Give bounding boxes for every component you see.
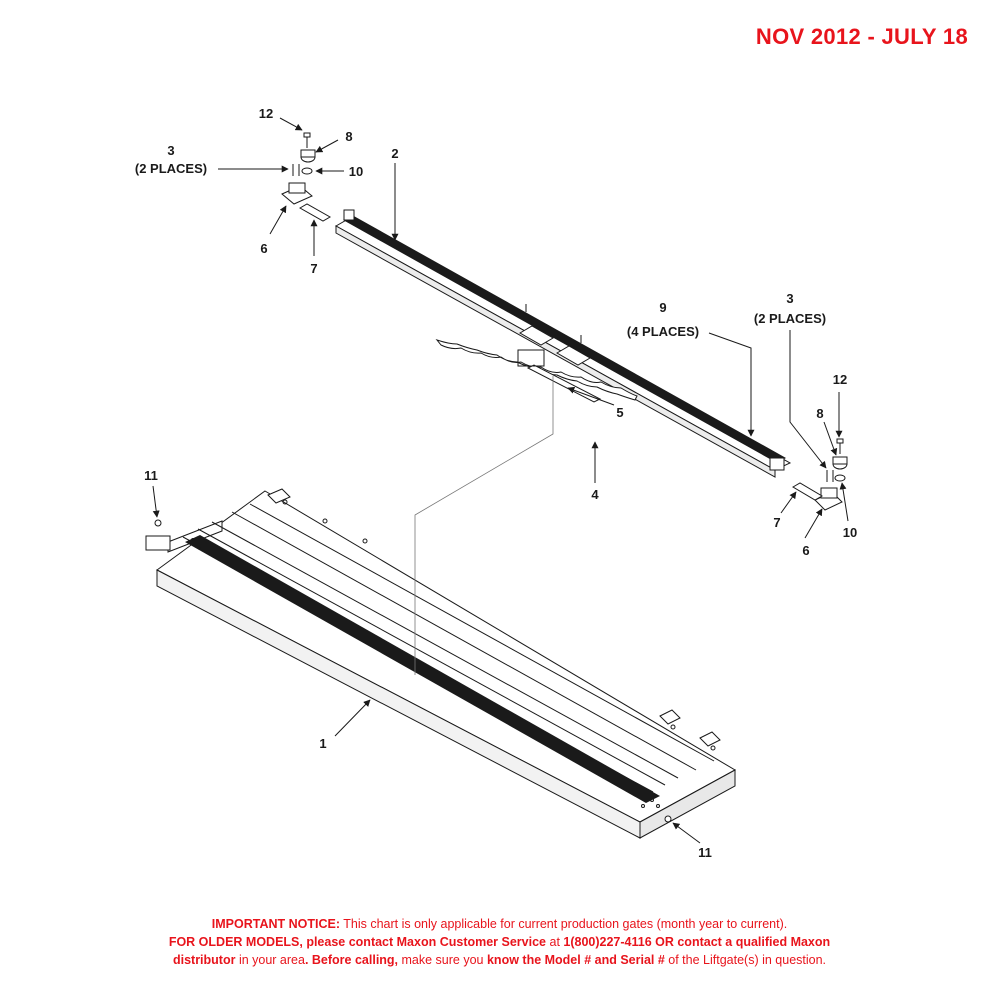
washer-part-10-left: [301, 167, 313, 175]
pin-part-7-right: [792, 482, 823, 501]
callout-7-left: 7: [310, 261, 317, 276]
callout-7-right: 7: [773, 515, 780, 530]
callout-10-left: 10: [349, 164, 363, 179]
rail-part-2: [334, 209, 792, 478]
notice-model-serial: know the Model # and Serial #: [486, 953, 665, 967]
callout-labels: 12 8 3 (2 PLACES) 10 2 6 7 9 (4 PLACES) …: [135, 106, 857, 860]
notice-line-2: FOR OLDER MODELS, please contact Maxon C…: [0, 933, 999, 951]
pin-part-7-left: [298, 203, 332, 222]
callout-2: 2: [391, 146, 398, 161]
callout-1: 1: [319, 736, 326, 751]
callout-11-right: 11: [698, 845, 712, 860]
notice-line-3: distributor in your area. Before calling…: [0, 951, 999, 969]
notice-heading: IMPORTANT NOTICE:: [211, 917, 340, 931]
notice-phone: 1(800)227-4116 OR contact a qualified Ma…: [563, 935, 831, 949]
notice-text-2: at: [546, 935, 564, 949]
callout-12-right: 12: [833, 372, 847, 387]
callout-6-right: 6: [802, 543, 809, 558]
important-notice: IMPORTANT NOTICE: This chart is only app…: [0, 915, 999, 969]
callout-8-left: 8: [345, 129, 352, 144]
callout-4: 4: [591, 487, 599, 502]
callout-5: 5: [616, 405, 623, 420]
washer-part-10-right: [834, 474, 846, 482]
left-hardware-group: [281, 132, 332, 222]
callout-leaders: [152, 117, 849, 844]
date-range-header: NOV 2012 - JULY 18: [755, 24, 968, 49]
notice-line-1: IMPORTANT NOTICE: This chart is only app…: [0, 915, 999, 933]
callout-6-left: 6: [260, 241, 267, 256]
callout-11-left: 11: [144, 468, 158, 483]
right-hardware-group: [792, 438, 848, 511]
notice-distributor: distributor: [172, 953, 236, 967]
callout-3-left-qty: (2 PLACES): [135, 161, 207, 176]
notice-older-models: FOR OLDER MODELS, please contact Maxon C…: [168, 935, 547, 949]
callout-12-left: 12: [259, 106, 273, 121]
platform-part-1: [145, 488, 737, 839]
callout-10-right: 10: [843, 525, 857, 540]
plug-part-11: [154, 519, 672, 823]
callout-9-qty: (4 PLACES): [627, 324, 699, 339]
notice-text-3: in your area: [235, 953, 305, 967]
notice-text-4: make sure you: [398, 953, 487, 967]
callout-3-right-qty: (2 PLACES): [754, 311, 826, 326]
notice-text-1: This chart is only applicable for curren…: [340, 917, 788, 931]
notice-text-5: of the Liftgate(s) in question.: [664, 953, 827, 967]
spring-part-4: [435, 338, 638, 401]
callout-3-right: 3: [786, 291, 793, 306]
alignment-leader: [414, 376, 554, 675]
callout-8-right: 8: [816, 406, 823, 421]
callout-9: 9: [659, 300, 666, 315]
callout-3-left: 3: [167, 143, 174, 158]
notice-before-calling: . Before calling,: [304, 953, 399, 967]
